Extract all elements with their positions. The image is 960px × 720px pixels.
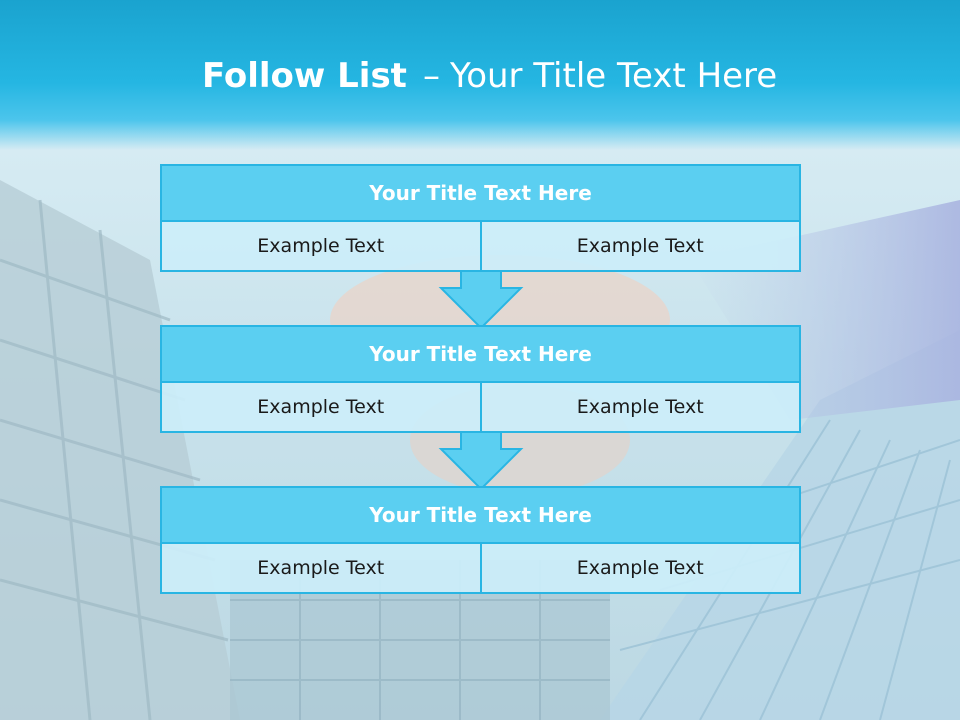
- block-row: Example Text Example Text: [162, 544, 799, 592]
- block-title: Your Title Text Here: [162, 488, 799, 544]
- list-block-2: Your Title Text Here Example Text Exampl…: [160, 325, 801, 433]
- block-cell-left: Example Text: [162, 222, 480, 270]
- down-arrow-icon: [438, 431, 524, 491]
- block-title: Your Title Text Here: [162, 166, 799, 222]
- block-cell-right: Example Text: [479, 222, 799, 270]
- slide-title-dash: –: [422, 56, 440, 96]
- block-title: Your Title Text Here: [162, 327, 799, 383]
- block-cell-left: Example Text: [162, 544, 480, 592]
- block-cell-right: Example Text: [479, 383, 799, 431]
- block-row: Example Text Example Text: [162, 222, 799, 270]
- block-cell-right: Example Text: [479, 544, 799, 592]
- block-cell-left: Example Text: [162, 383, 480, 431]
- down-arrow-icon: [438, 270, 524, 330]
- slide-title: Follow List–Your Title Text Here: [202, 52, 777, 100]
- slide-title-rest: Your Title Text Here: [449, 56, 778, 96]
- slide-title-bold: Follow List: [202, 56, 407, 96]
- header-band: [0, 0, 960, 150]
- list-block-1: Your Title Text Here Example Text Exampl…: [160, 164, 801, 272]
- list-block-3: Your Title Text Here Example Text Exampl…: [160, 486, 801, 594]
- block-row: Example Text Example Text: [162, 383, 799, 431]
